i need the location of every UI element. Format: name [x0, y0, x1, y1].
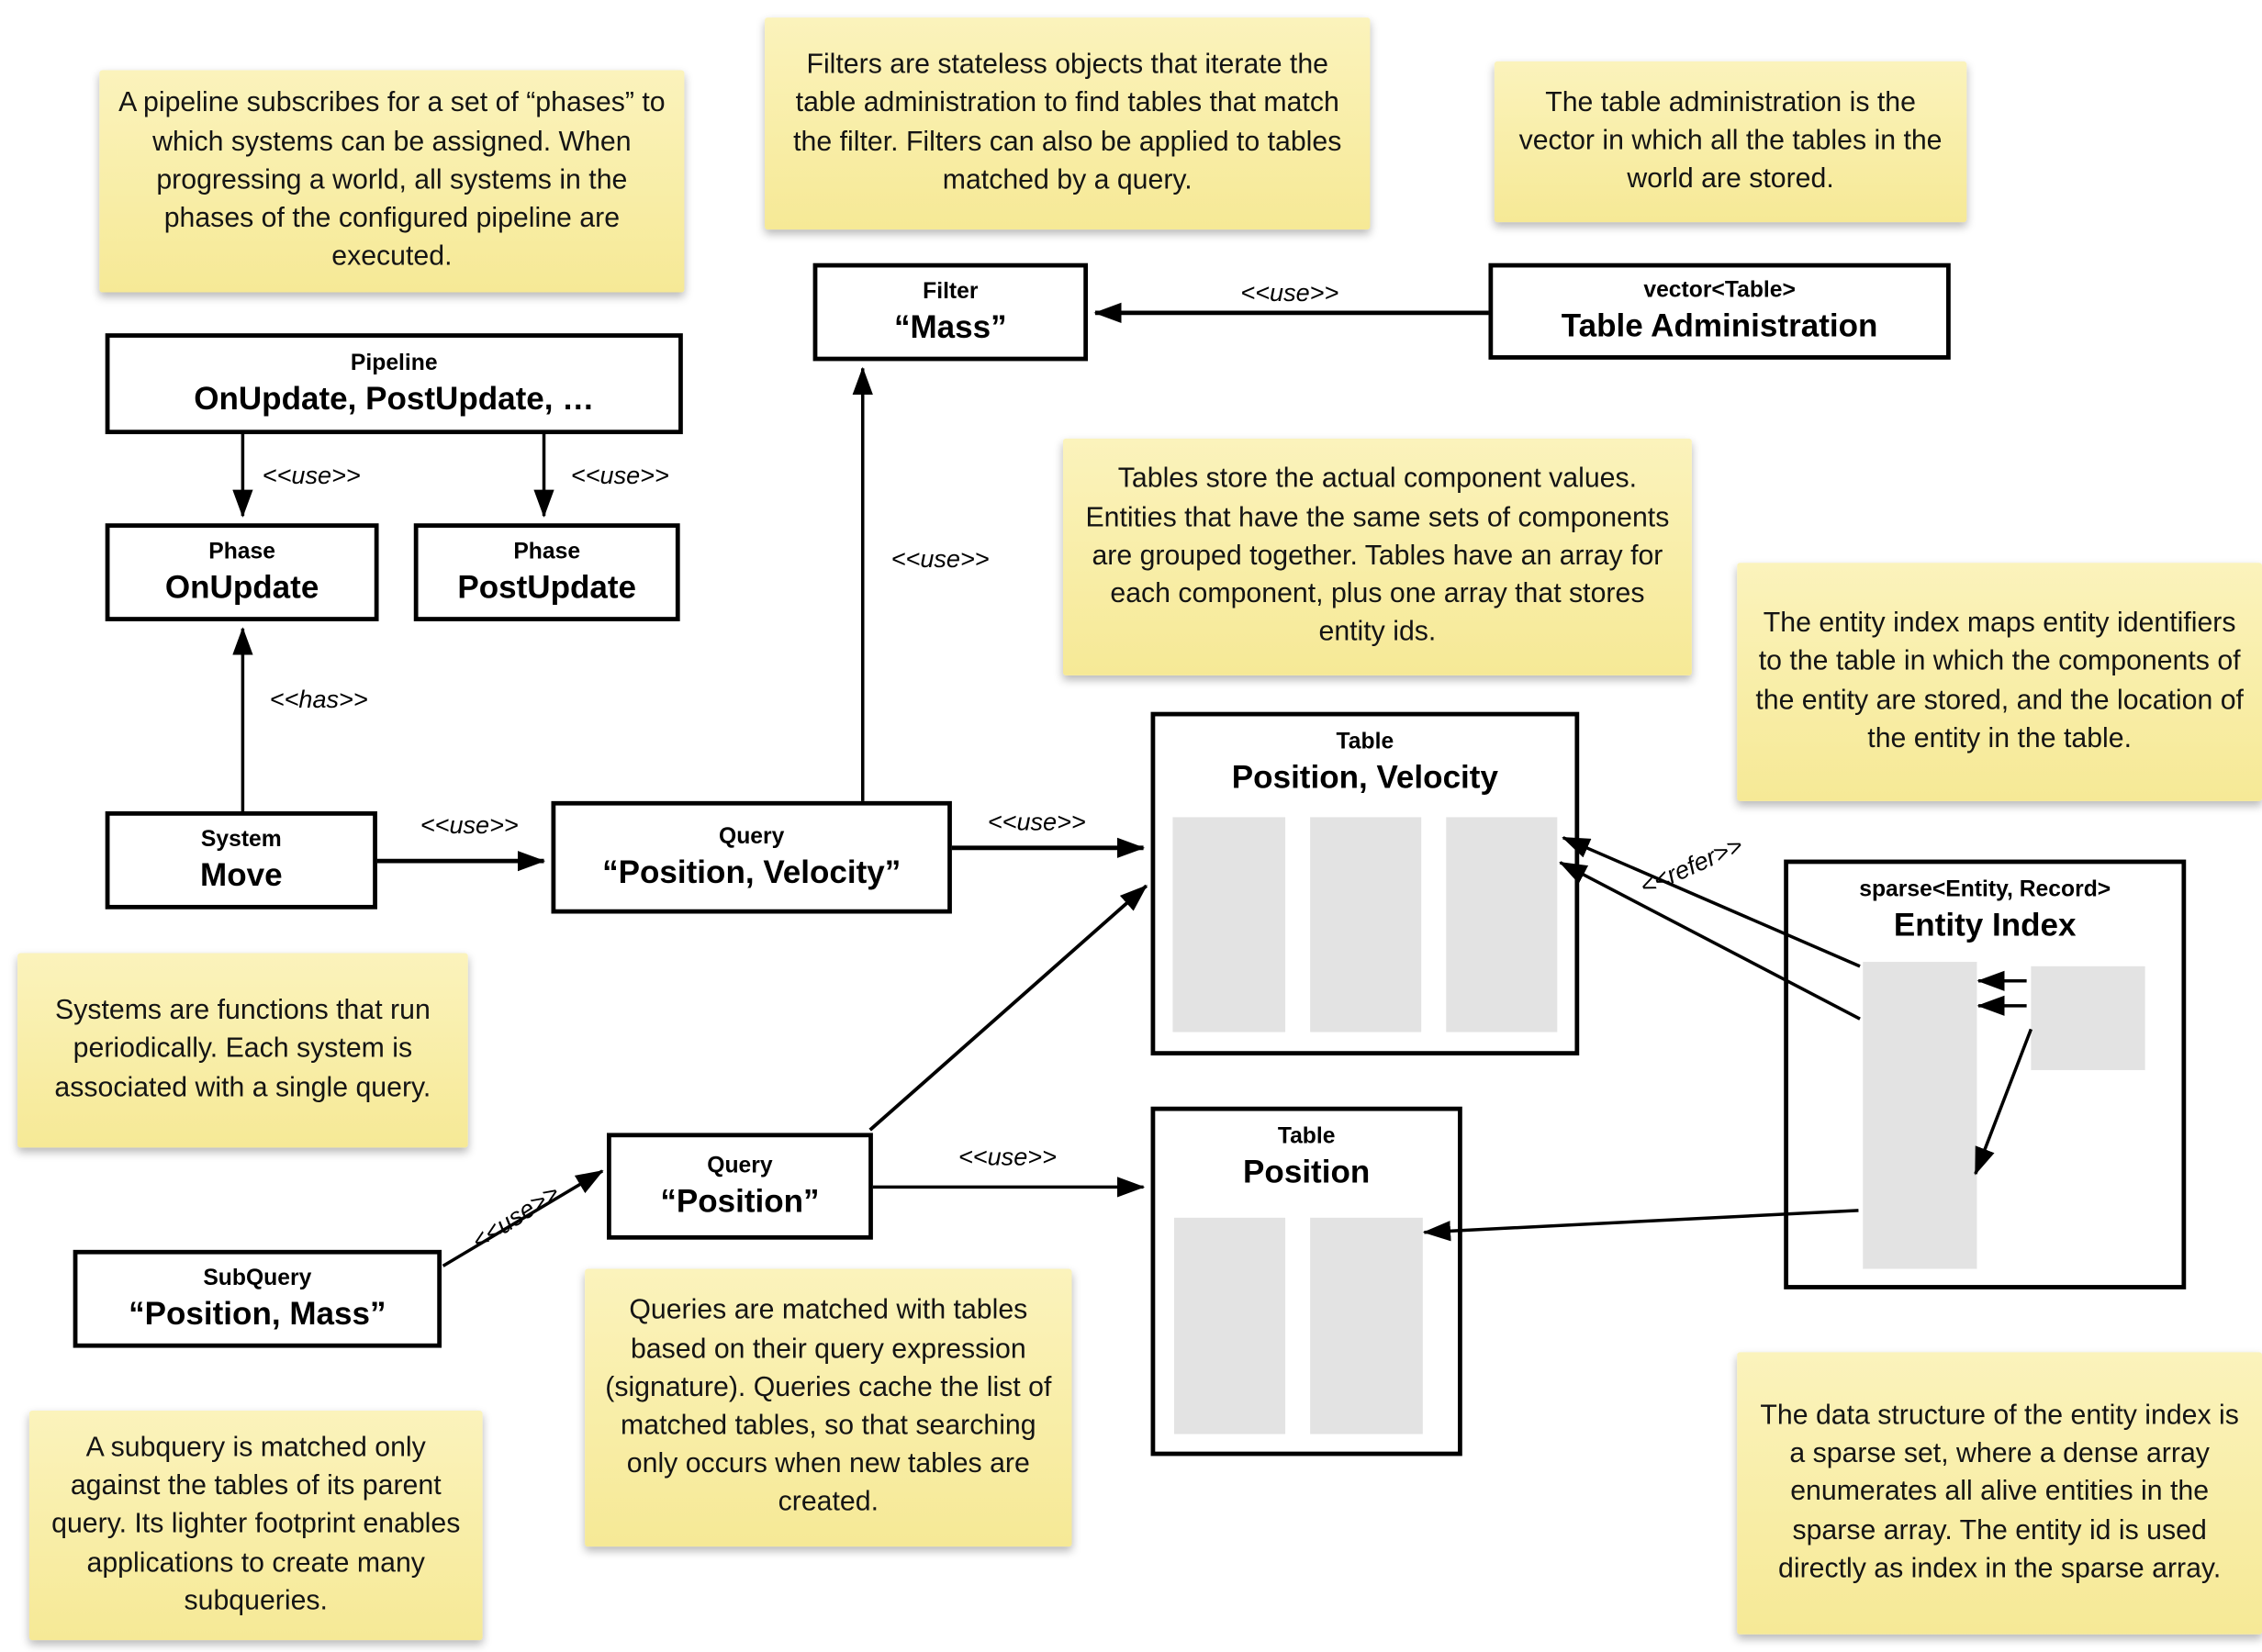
node-table-administration-stereotype: vector<Table> — [1643, 277, 1796, 303]
note-sparse-set: The data structure of the entity index i… — [1737, 1352, 2262, 1635]
node-query-position-velocity-name: “Position, Velocity” — [602, 853, 901, 890]
note-subquery: A subquery is matched only against the t… — [28, 1411, 483, 1641]
edge-label-use: <<use>> — [957, 1143, 1057, 1171]
component-array — [1310, 817, 1422, 1032]
node-filter-name: “Mass” — [893, 307, 1007, 345]
node-phase-postupdate: Phase PostUpdate — [413, 523, 680, 621]
node-system-move: System Move — [105, 811, 377, 910]
node-table-administration: vector<Table> Table Administration — [1488, 262, 1951, 360]
node-entity-index-name: Entity Index — [1893, 906, 2077, 943]
node-table-position-velocity-name: Position, Velocity — [1231, 758, 1498, 796]
node-query-position-velocity-stereotype: Query — [719, 823, 785, 849]
node-system-move-stereotype: System — [200, 827, 282, 853]
note-tables: Tables store the actual component values… — [1062, 438, 1692, 675]
note-pipeline: A pipeline subscribes for a set of “phas… — [99, 70, 685, 293]
node-entity-index: sparse<Entity, Record> Entity Index — [1784, 859, 2187, 1289]
node-subquery-name: “Position, Mass” — [129, 1294, 386, 1332]
node-phase-onupdate: Phase OnUpdate — [105, 523, 379, 621]
node-table-position-stereotype: Table — [1277, 1123, 1336, 1149]
node-pipeline: Pipeline OnUpdate, PostUpdate, … — [105, 333, 683, 435]
node-query-position-stereotype: Query — [707, 1153, 773, 1178]
node-table-position-velocity: Table Position, Velocity — [1150, 711, 1580, 1056]
edge-label-use: <<use>> — [420, 811, 519, 840]
edge-label-use: <<use>> — [466, 1178, 565, 1256]
edge-querypos-to-tablepv — [868, 884, 1148, 1132]
node-subquery-stereotype: SubQuery — [203, 1265, 312, 1290]
edge-label-use: <<use>> — [570, 462, 669, 490]
node-pipeline-stereotype: Pipeline — [350, 350, 438, 375]
edge-label-refer: <<refer>> — [1636, 831, 1748, 901]
node-phase-onupdate-name: OnUpdate — [164, 568, 319, 606]
node-phase-postupdate-name: PostUpdate — [457, 568, 637, 606]
node-filter: Filter “Mass” — [812, 262, 1089, 362]
node-entity-index-stereotype: sparse<Entity, Record> — [1859, 876, 2111, 902]
node-table-position-name: Position — [1243, 1153, 1371, 1190]
note-queries: Queries are matched with tables based on… — [585, 1268, 1072, 1547]
component-array — [1310, 1217, 1423, 1434]
sparse-array — [1863, 962, 1977, 1269]
node-system-move-name: Move — [200, 856, 283, 893]
edge-label-use: <<use>> — [1240, 279, 1339, 307]
node-query-position-velocity: Query “Position, Velocity” — [551, 800, 952, 914]
edge-label-use: <<use>> — [262, 462, 361, 490]
node-query-position-name: “Position” — [660, 1182, 820, 1220]
node-phase-onupdate-stereotype: Phase — [208, 539, 275, 564]
note-systems: Systems are functions that run periodica… — [17, 953, 468, 1148]
note-filters: Filters are stateless objects that itera… — [765, 17, 1371, 230]
node-phase-postupdate-stereotype: Phase — [513, 539, 581, 564]
dense-array — [2031, 966, 2145, 1070]
node-filter-stereotype: Filter — [923, 278, 979, 304]
node-table-position: Table Position — [1150, 1106, 1462, 1457]
note-entity-index: The entity index maps entity identifiers… — [1737, 563, 2262, 801]
node-subquery: SubQuery “Position, Mass” — [73, 1249, 442, 1348]
node-query-position: Query “Position” — [607, 1133, 873, 1240]
node-pipeline-name: OnUpdate, PostUpdate, … — [194, 379, 595, 417]
component-array — [1174, 1217, 1286, 1434]
node-table-administration-name: Table Administration — [1561, 307, 1878, 344]
note-table-admin: The table administration is the vector i… — [1494, 61, 1967, 223]
component-array — [1172, 817, 1286, 1032]
edge-label-use: <<use>> — [987, 808, 1086, 837]
edge-label-use: <<use>> — [890, 545, 990, 574]
node-table-position-velocity-stereotype: Table — [1336, 729, 1394, 754]
edge-label-has: <<has>> — [269, 686, 368, 714]
component-array — [1446, 817, 1558, 1032]
